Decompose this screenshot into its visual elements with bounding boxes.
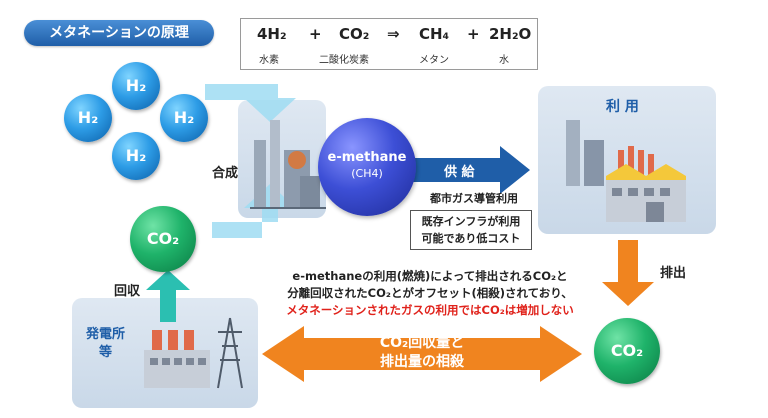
equation-term-ch4: CH₄ [419,25,450,43]
synthesis-plant-illustration [250,120,326,209]
supply-label: 供 給 [444,165,475,180]
power-plant-label-line-1: 発電所 [86,327,126,342]
emission-arrow [602,240,654,306]
equation-term-co2: CO₂ [339,25,370,43]
equation-label-water: 水 [499,55,509,66]
power-plant-label-line-2: 等 [99,345,113,360]
usage-label: 利 用 [606,99,639,115]
offset-label: CO₂回収量と 排出量の相殺 [340,334,504,372]
equation-box: 4H₂ + CO₂ ⇒ CH₄ + 2H₂O 水素 二酸化炭素 メタン 水 [240,18,538,70]
infra-note-line-2: 可能であり低コスト [421,232,521,245]
equation-label-co2: 二酸化炭素 [319,55,369,66]
infra-cost-note: 既存インフラが利用 可能であり低コスト [410,210,532,250]
co2-captured-ball: CO₂ [130,206,196,272]
offset-label-line-2: 排出量の相殺 [380,354,464,370]
recovery-label: 回収 [114,284,141,299]
explanation-line-2: 分離回収されたCO₂とがオフセット(相殺)されており、 [287,286,573,300]
explanation-text: e-methaneの利用(燃焼)によって排出されるCO₂と 分離回収されたCO₂… [244,268,616,319]
factory-illustration [566,120,686,222]
equation-plus-1: + [309,25,322,43]
e-methane-formula: (CH4) [351,167,383,180]
equation-label-methane: メタン [419,55,449,66]
explanation-line-1: e-methaneの利用(燃焼)によって排出されるCO₂と [292,269,568,283]
h2-molecule-left: H₂ [64,94,112,142]
h2-input-arrow [205,84,296,122]
power-plant-label: 発電所 等 [86,326,125,362]
emission-label: 排出 [660,266,687,281]
power-plant-illustration [144,317,243,389]
equation-term-h2: 4H₂ [257,25,287,43]
pipeline-label: 都市ガス導管利用 [430,192,518,205]
h2-molecule-right: H₂ [160,94,208,142]
explanation-emphasis: メタネーションされたガスの利用ではCO₂は増加しない [286,303,574,317]
offset-label-line-1: CO₂回収量と [379,335,465,351]
synthesis-label: 合成 [212,166,239,181]
equation-arrow: ⇒ [387,25,400,43]
supply-arrow [412,146,530,194]
recovery-arrow [146,270,190,322]
co2-emitted-ball: CO₂ [594,318,660,384]
equation-plus-2: + [467,25,480,43]
h2-molecule-top: H₂ [112,62,160,110]
e-methane-ball: e-methane (CH4) [318,118,416,216]
infra-note-line-1: 既存インフラが利用 [421,215,521,228]
offset-double-arrow [262,326,582,382]
diagram-title: メタネーションの原理 [24,20,214,46]
h2-molecule-bottom: H₂ [112,132,160,180]
equation-term-h2o: 2H₂O [489,25,532,43]
equation-label-hydrogen: 水素 [259,55,279,66]
e-methane-name: e-methane [327,150,407,165]
